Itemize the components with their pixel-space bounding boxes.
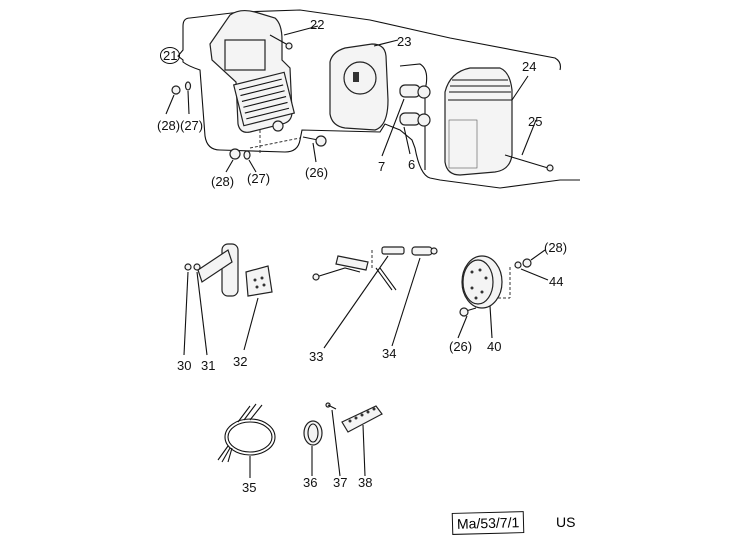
nut-28-upper — [171, 85, 181, 95]
callout-6: 6 — [408, 157, 416, 172]
washer-44 — [514, 261, 522, 269]
callout-36: 36 — [303, 475, 318, 490]
callout-22: 22 — [310, 17, 325, 32]
callout-27-upper: (27) — [180, 118, 204, 133]
lamp-cover-24 — [444, 67, 513, 176]
reference-code: Ma/53/7/1 — [451, 511, 525, 535]
callout-28-horn: (28) — [544, 240, 568, 255]
clip-36 — [303, 420, 323, 446]
callout-24: 24 — [522, 59, 537, 74]
region-code: US — [556, 514, 576, 530]
washer-27-lower — [243, 150, 251, 160]
callout-26-upper: (26) — [305, 165, 329, 180]
callout-38: 38 — [358, 475, 373, 490]
callout-28-upper: (28) — [157, 118, 181, 133]
callout-44: 44 — [549, 274, 564, 289]
wiring-harness-35 — [217, 403, 276, 463]
callout-35: 35 — [242, 480, 257, 495]
callout-26-horn: (26) — [449, 339, 473, 354]
lens-23 — [329, 43, 389, 131]
bolt-26-horn — [459, 307, 477, 317]
callout-31: 31 — [201, 358, 216, 373]
switch-34 — [411, 246, 438, 256]
nut-28-horn — [522, 258, 532, 268]
callout-32: 32 — [233, 354, 248, 369]
screw-25 — [504, 154, 549, 169]
callout-23: 23 — [397, 34, 412, 49]
screw-37 — [325, 402, 337, 410]
callout-34: 34 — [382, 346, 397, 361]
callout-21: 21 — [160, 47, 181, 64]
callout-40: 40 — [487, 339, 502, 354]
bulb-7 — [399, 84, 431, 99]
bracket-arm — [197, 243, 239, 297]
callout-33: 33 — [309, 349, 324, 364]
callout-28-lower: (28) — [211, 174, 235, 189]
callout-37: 37 — [333, 475, 348, 490]
horn-40 — [461, 255, 503, 309]
reflector-32 — [245, 265, 273, 297]
assembly-bracket — [177, 17, 580, 189]
callout-27-lower: (27) — [247, 171, 271, 186]
switch-33 — [381, 246, 405, 255]
nut-30 — [184, 263, 192, 271]
bulb-6 — [399, 112, 431, 127]
callout-7: 7 — [378, 159, 386, 174]
handlebar-lever — [312, 255, 397, 291]
terminal-block-38 — [341, 405, 383, 433]
bolt-26 — [302, 135, 327, 147]
washer-31 — [193, 263, 201, 271]
callout-25: 25 — [528, 114, 543, 129]
nut-28-lower — [229, 148, 241, 160]
washer-27-upper — [184, 81, 192, 91]
callout-30: 30 — [177, 358, 192, 373]
lamp-housing-22 — [209, 9, 296, 133]
